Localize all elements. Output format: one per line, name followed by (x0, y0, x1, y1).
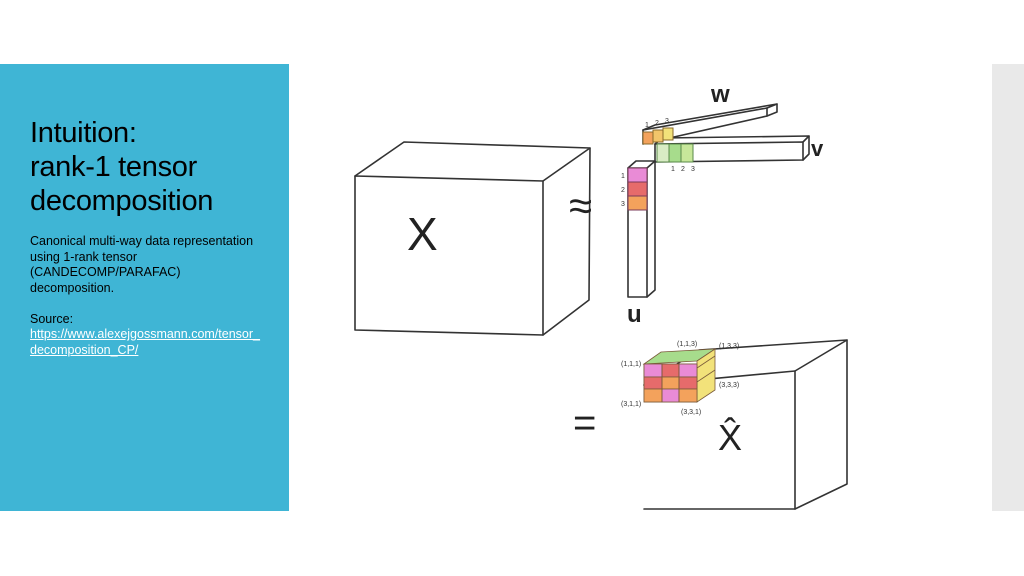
u-index-2: 2 (621, 187, 625, 194)
w-cell-3 (662, 127, 674, 141)
cp-decomposition-figure: X ≈ = w v u X̂ 1 2 3 1 2 3 1 2 3 (1,1,3)… (354, 81, 848, 510)
source-link[interactable]: https://www.alexejgossmann.com/tensor_de… (30, 327, 260, 357)
left-panel (0, 64, 289, 511)
scrollbar[interactable] (992, 64, 1024, 511)
source-label: Source: (30, 311, 74, 326)
w-cell-1 (642, 131, 654, 145)
cell-label-133: (1,3,3) (719, 343, 739, 350)
title-line-1: Intuition: (30, 117, 137, 149)
cell-label-311: (3,1,1) (621, 401, 641, 408)
description-text: Canonical multi-way data representation … (30, 234, 254, 295)
vector-w-label: w (710, 81, 730, 108)
tensor-cube (354, 141, 591, 336)
vector-v-label: v (811, 136, 824, 161)
vector-u-cells (627, 167, 648, 211)
approx-symbol: ≈ (569, 182, 592, 229)
slide-body: Canonical multi-way data representation … (30, 234, 265, 358)
v-cell-3 (680, 143, 694, 163)
cell-label-113: (1,1,3) (677, 341, 697, 348)
u-cell-1 (627, 167, 648, 183)
cell-label-331: (3,3,1) (681, 409, 701, 416)
w-index-2: 2 (655, 120, 659, 127)
cell-label-333: (3,3,3) (719, 382, 739, 389)
v-cell-2 (668, 143, 682, 163)
v-cell-1 (656, 143, 670, 163)
w-cell-2 (652, 129, 664, 143)
cell-label-111: (1,1,1) (621, 361, 641, 368)
w-index-1: 1 (645, 122, 649, 129)
vector-v-cells (656, 143, 694, 163)
title-line-2: rank-1 tensor (30, 151, 197, 183)
u-index-1: 1 (621, 173, 625, 180)
slide-title: Intuition: rank-1 tensor decomposition (30, 116, 280, 218)
u-index-3: 3 (621, 201, 625, 208)
u-cell-3 (627, 195, 648, 211)
title-line-3: decomposition (30, 185, 214, 217)
tensor-x-label: X (407, 208, 438, 260)
reconstructed-cells (642, 348, 717, 403)
vector-w-cells (642, 127, 674, 145)
w-index-3: 3 (665, 118, 669, 125)
u-cell-2 (627, 181, 648, 197)
equals-symbol: = (573, 401, 596, 445)
reconstructed-x-label: X̂ (718, 416, 742, 458)
v-index-3: 3 (691, 166, 695, 173)
v-index-1: 1 (671, 166, 675, 173)
vector-u-label: u (627, 301, 642, 328)
v-index-2: 2 (681, 166, 685, 173)
